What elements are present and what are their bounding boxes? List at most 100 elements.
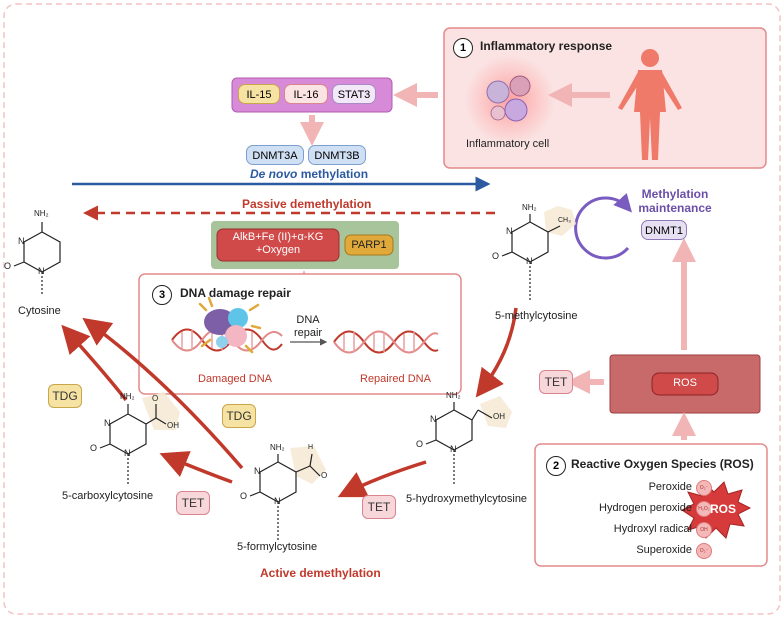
cac-label: 5-carboxylcytosine — [62, 490, 154, 502]
tdg-badge-fc: TDG — [222, 404, 256, 428]
methyl-highlight — [544, 206, 576, 236]
de-novo-rest: methylation — [300, 167, 369, 181]
arrow-fc-to-cac — [159, 451, 233, 484]
ros-burst-label: ROS — [709, 502, 736, 516]
dnmt1-chip: DNMT1 — [641, 220, 687, 240]
arrow-mc-to-hmc — [475, 307, 518, 398]
inflammatory-response-title: Inflammatory response — [480, 39, 613, 53]
outer-frame — [3, 3, 781, 615]
fc-label: 5-formylcytosine — [237, 541, 318, 553]
ros-species-peroxide: Peroxide — [648, 481, 692, 493]
methylation-maintenance-label: Methylation maintenance — [636, 187, 714, 216]
ros-species-superoxide: Superoxide — [636, 544, 692, 556]
alkb-line1: AlkB+Fe (II)+α-KG — [232, 231, 324, 243]
hydrogen-peroxide-icon: H₂O₂ — [696, 501, 712, 517]
cac-o: O — [152, 394, 159, 403]
de-novo-italic: De novo — [250, 167, 298, 181]
mc-o: O — [492, 251, 500, 261]
mc-nh2: NH₂ — [522, 203, 537, 212]
formyl-highlight — [290, 446, 326, 484]
damaged-dna-label: Damaged DNA — [198, 373, 272, 385]
mc-ch3: CH₃ — [558, 217, 571, 224]
alkb-line2: +Oxygen — [255, 243, 301, 256]
cytokine-stat3: STAT3 — [332, 84, 376, 104]
fc-n1: N — [274, 496, 281, 506]
hmc-n1: N — [450, 444, 457, 454]
fc-o: O — [240, 491, 248, 501]
repaired-dna-label: Repaired DNA — [360, 373, 431, 385]
hmc-n3: N — [430, 414, 437, 424]
methylcytosine-structure — [501, 214, 561, 300]
cac-nh2: NH₂ — [120, 392, 135, 401]
fc-h: H — [308, 444, 314, 451]
maintenance-cycle-arrow — [574, 193, 633, 260]
de-novo-label: De novo methylation — [250, 167, 369, 182]
inflammatory-cell-icon — [486, 80, 510, 104]
peroxide-icon: O₂⁻ — [696, 480, 712, 496]
parp1-label: PARP1 — [351, 239, 387, 251]
dna-damage-repair-panel — [138, 273, 462, 395]
fc-nh2: NH₂ — [270, 443, 285, 452]
ros-species-hydrogen-peroxide: Hydrogen peroxide — [599, 502, 692, 514]
ros-inner-box — [651, 372, 719, 396]
dna-repair-line1: DNA — [296, 314, 320, 326]
methylcytosine-label: 5-methylcytosine — [495, 310, 578, 322]
step-number-2: 2 — [546, 456, 566, 476]
step-number-1: 1 — [453, 38, 473, 58]
dnmt3a-chip: DNMT3A — [246, 145, 304, 165]
cytokine-il16: IL-16 — [284, 84, 328, 104]
dnmt3b-chip: DNMT3B — [308, 145, 366, 165]
hmc-structure — [425, 402, 493, 484]
cytosine-label: Cytosine — [18, 305, 61, 317]
mc-n3: N — [506, 226, 513, 236]
tet-badge-fc: TET — [176, 491, 210, 515]
arrow-cac-to-cytosine — [61, 324, 128, 402]
cac-o2: O — [90, 443, 98, 453]
fc-n3: N — [254, 466, 261, 476]
alkb-box — [216, 228, 340, 262]
hydroxyl-radical-icon: OH — [696, 522, 712, 538]
repair-protein-icon — [198, 296, 262, 354]
hmc-o: O — [416, 439, 424, 449]
mc-n1: N — [526, 256, 533, 266]
inflammatory-cell-label: Inflammatory cell — [466, 138, 550, 150]
cytosine-nh2: NH₂ — [34, 209, 49, 218]
cac-structure — [99, 404, 167, 486]
tet-badge-hmc: TET — [362, 495, 396, 519]
maintenance-line2: maintenance — [638, 200, 712, 215]
alkb-label: AlkB+Fe (II)+α-KG +Oxygen — [217, 231, 339, 256]
hmc-oh: OH — [493, 412, 505, 421]
step-number-3: 3 — [152, 285, 172, 305]
ros-panel-title: Reactive Oxygen Species (ROS) — [571, 457, 754, 471]
active-demethylation-label: Active demethylation — [260, 566, 381, 580]
superoxide-icon: O₂⁻ — [696, 543, 712, 559]
dna-damage-repair-title: DNA damage repair — [180, 286, 291, 300]
arrow-hmc-to-fc — [337, 460, 427, 498]
cac-n3: N — [104, 418, 111, 428]
cytosine-structure — [13, 222, 61, 296]
cytosine-n1: N — [38, 266, 45, 276]
cytosine-n3: N — [18, 236, 25, 246]
dna-repair-line2: repair — [293, 326, 323, 339]
passive-demethylation-label: Passive demethylation — [242, 197, 372, 211]
cac-n1: N — [124, 448, 131, 458]
cytokine-il15: IL-15 — [238, 84, 280, 104]
ros-species-hydroxyl-radical: Hydroxyl radical — [613, 523, 692, 535]
tdg-badge-cac: TDG — [48, 384, 82, 408]
cytosine-o: O — [4, 261, 12, 271]
ros-box-label: ROS — [673, 377, 697, 389]
parp1-box — [344, 234, 394, 256]
fc-structure — [249, 453, 321, 540]
arrow-fc-to-cytosine — [82, 317, 244, 470]
repaired-dna-icon — [333, 330, 439, 354]
maintenance-line1: Methylation — [641, 187, 709, 201]
hmc-nh2: NH₂ — [446, 391, 461, 400]
tet-badge-ros: TET — [539, 370, 573, 394]
dna-repair-arrow-label: DNA repair — [284, 314, 332, 339]
inflammatory-cell-glow — [465, 55, 555, 145]
fc-o-aldehyde: O — [321, 471, 328, 480]
hmc-label: 5-hydroxymethylcytosine — [406, 493, 528, 505]
cac-oh: OH — [167, 421, 179, 430]
